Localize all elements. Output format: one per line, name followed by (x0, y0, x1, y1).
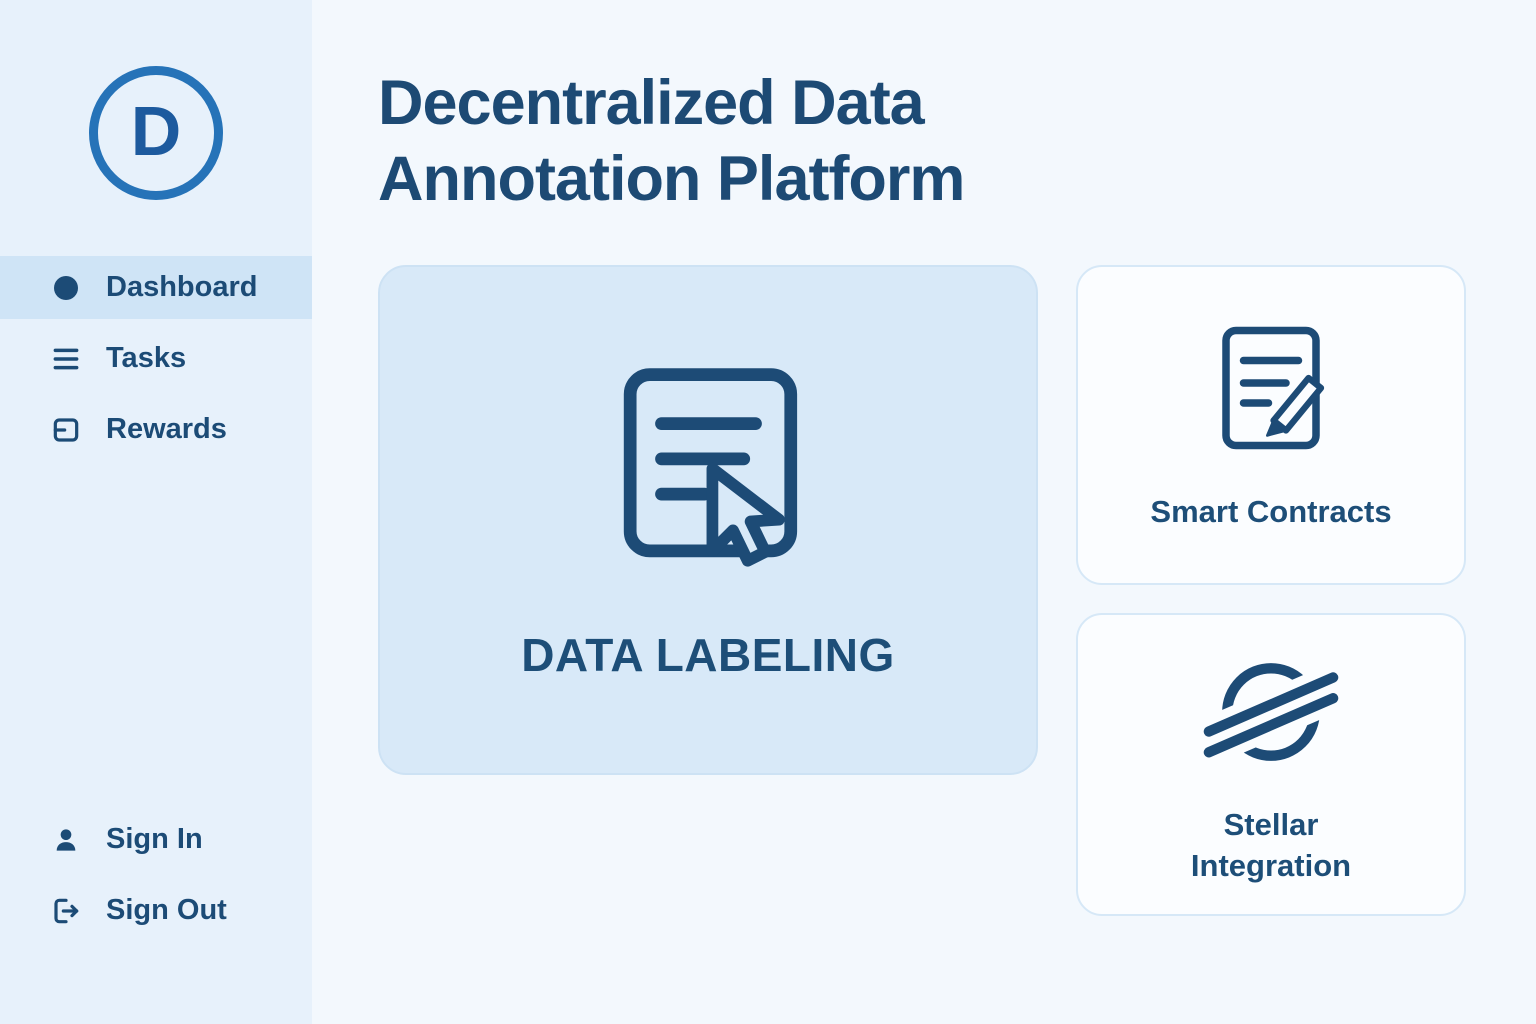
sign-in-label: Sign In (106, 823, 203, 855)
document-pencil-icon (1196, 318, 1346, 468)
main-content: Decentralized Data Annotation Platform D… (312, 0, 1536, 1024)
sidebar-item-dashboard[interactable]: Dashboard (0, 256, 312, 319)
sidebar-item-rewards[interactable]: Rewards (0, 398, 312, 461)
stellar-integration-card[interactable]: Stellar Integration (1076, 613, 1466, 917)
stellar-integration-label: Stellar Integration (1190, 807, 1352, 883)
sidebar-item-label: Tasks (106, 342, 187, 374)
document-cursor-icon (591, 359, 826, 594)
sign-in-button[interactable]: Sign In (0, 808, 312, 871)
smart-contracts-card[interactable]: Smart Contracts (1076, 265, 1466, 586)
smart-contracts-label: Smart Contracts (1150, 494, 1392, 530)
data-labeling-label: DATA LABELING (521, 628, 895, 681)
sidebar-item-label: Rewards (106, 413, 227, 445)
logo-letter: D (130, 92, 182, 170)
page-title-line-1: Decentralized Data (378, 68, 925, 138)
sidebar-nav: Dashboard Tasks (0, 252, 312, 465)
page-title: Decentralized Data Annotation Platform (378, 66, 1466, 217)
data-labeling-card[interactable]: DATA LABELING (378, 265, 1038, 776)
right-column: Smart Contracts Stellar Integration (1076, 265, 1466, 917)
menu-icon (50, 343, 82, 375)
content-grid: DATA LABELING Smar (378, 265, 1466, 917)
sidebar: D Dashboard Tasks (0, 0, 312, 1024)
sign-out-label: Sign Out (106, 894, 227, 926)
sidebar-item-tasks[interactable]: Tasks (0, 327, 312, 390)
app-logo: D (89, 66, 223, 200)
dot-icon (50, 272, 82, 304)
stellar-icon (1198, 643, 1344, 781)
sidebar-item-label: Dashboard (106, 271, 258, 303)
card-icon (50, 414, 82, 446)
page-title-line-2: Annotation Platform (378, 143, 965, 214)
user-icon (50, 824, 82, 856)
sign-out-button[interactable]: Sign Out (0, 879, 312, 942)
logout-icon (50, 895, 82, 927)
sidebar-footer: Sign In Sign Out (0, 804, 312, 1024)
